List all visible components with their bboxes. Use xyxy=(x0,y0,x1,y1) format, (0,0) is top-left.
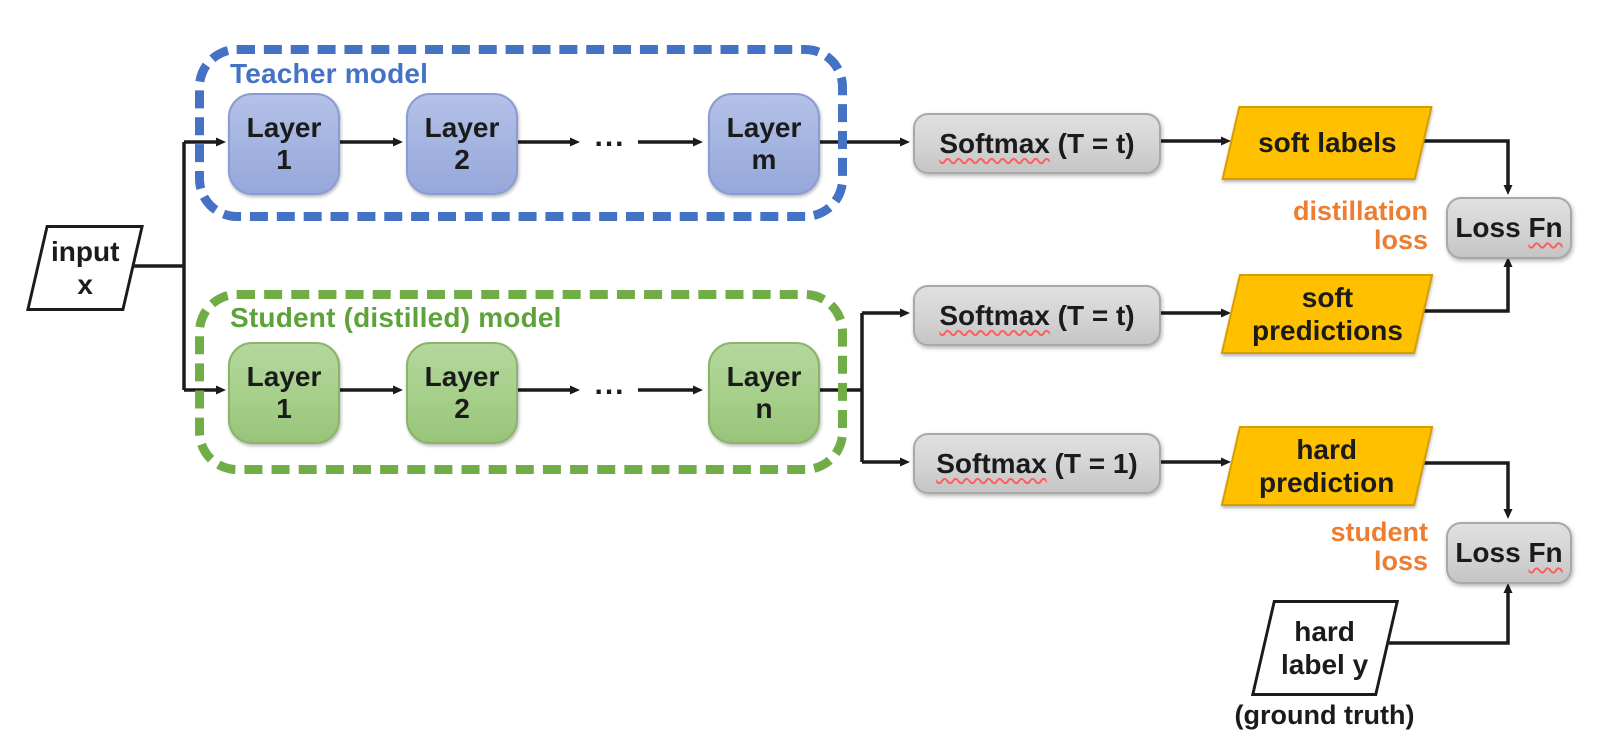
softmax-student-soft-box: Softmax (T = t) xyxy=(913,285,1161,346)
student-ellipsis: ... xyxy=(594,368,626,401)
soft-labels-label: soft labels xyxy=(1257,127,1397,159)
soft-labels-node: soft labels xyxy=(1221,106,1433,180)
teacher-model-title: Teacher model xyxy=(230,58,429,89)
loss-fn-distillation-box: Loss Fn xyxy=(1446,197,1572,259)
teacher-ellipsis: ... xyxy=(594,120,626,153)
softmax-student-hard-word: Softmax xyxy=(936,447,1047,479)
loss-fn-distillation-fn: Fn xyxy=(1528,212,1563,243)
softmax-teacher-word: Softmax xyxy=(939,127,1050,159)
arrow-hardprediction-lossfn2 xyxy=(1412,461,1513,519)
student-model-title: Student (distilled) model xyxy=(230,302,562,333)
ground-truth-caption: (ground truth) xyxy=(1234,700,1415,730)
student-model-frame xyxy=(195,290,847,474)
softmax-student-hard-box: Softmax (T = 1) xyxy=(913,433,1161,494)
loss-fn-student-fn: Fn xyxy=(1528,537,1563,568)
loss-fn-student-box: Loss Fn xyxy=(1446,522,1572,584)
softmax-student-soft-word: Softmax xyxy=(939,299,1050,331)
softmax-teacher-box: Softmax (T = t) xyxy=(913,113,1161,174)
teacher-model-frame xyxy=(195,45,847,221)
arrow-softlabels-lossfn1 xyxy=(1412,139,1513,195)
line-input-branch xyxy=(130,142,186,390)
